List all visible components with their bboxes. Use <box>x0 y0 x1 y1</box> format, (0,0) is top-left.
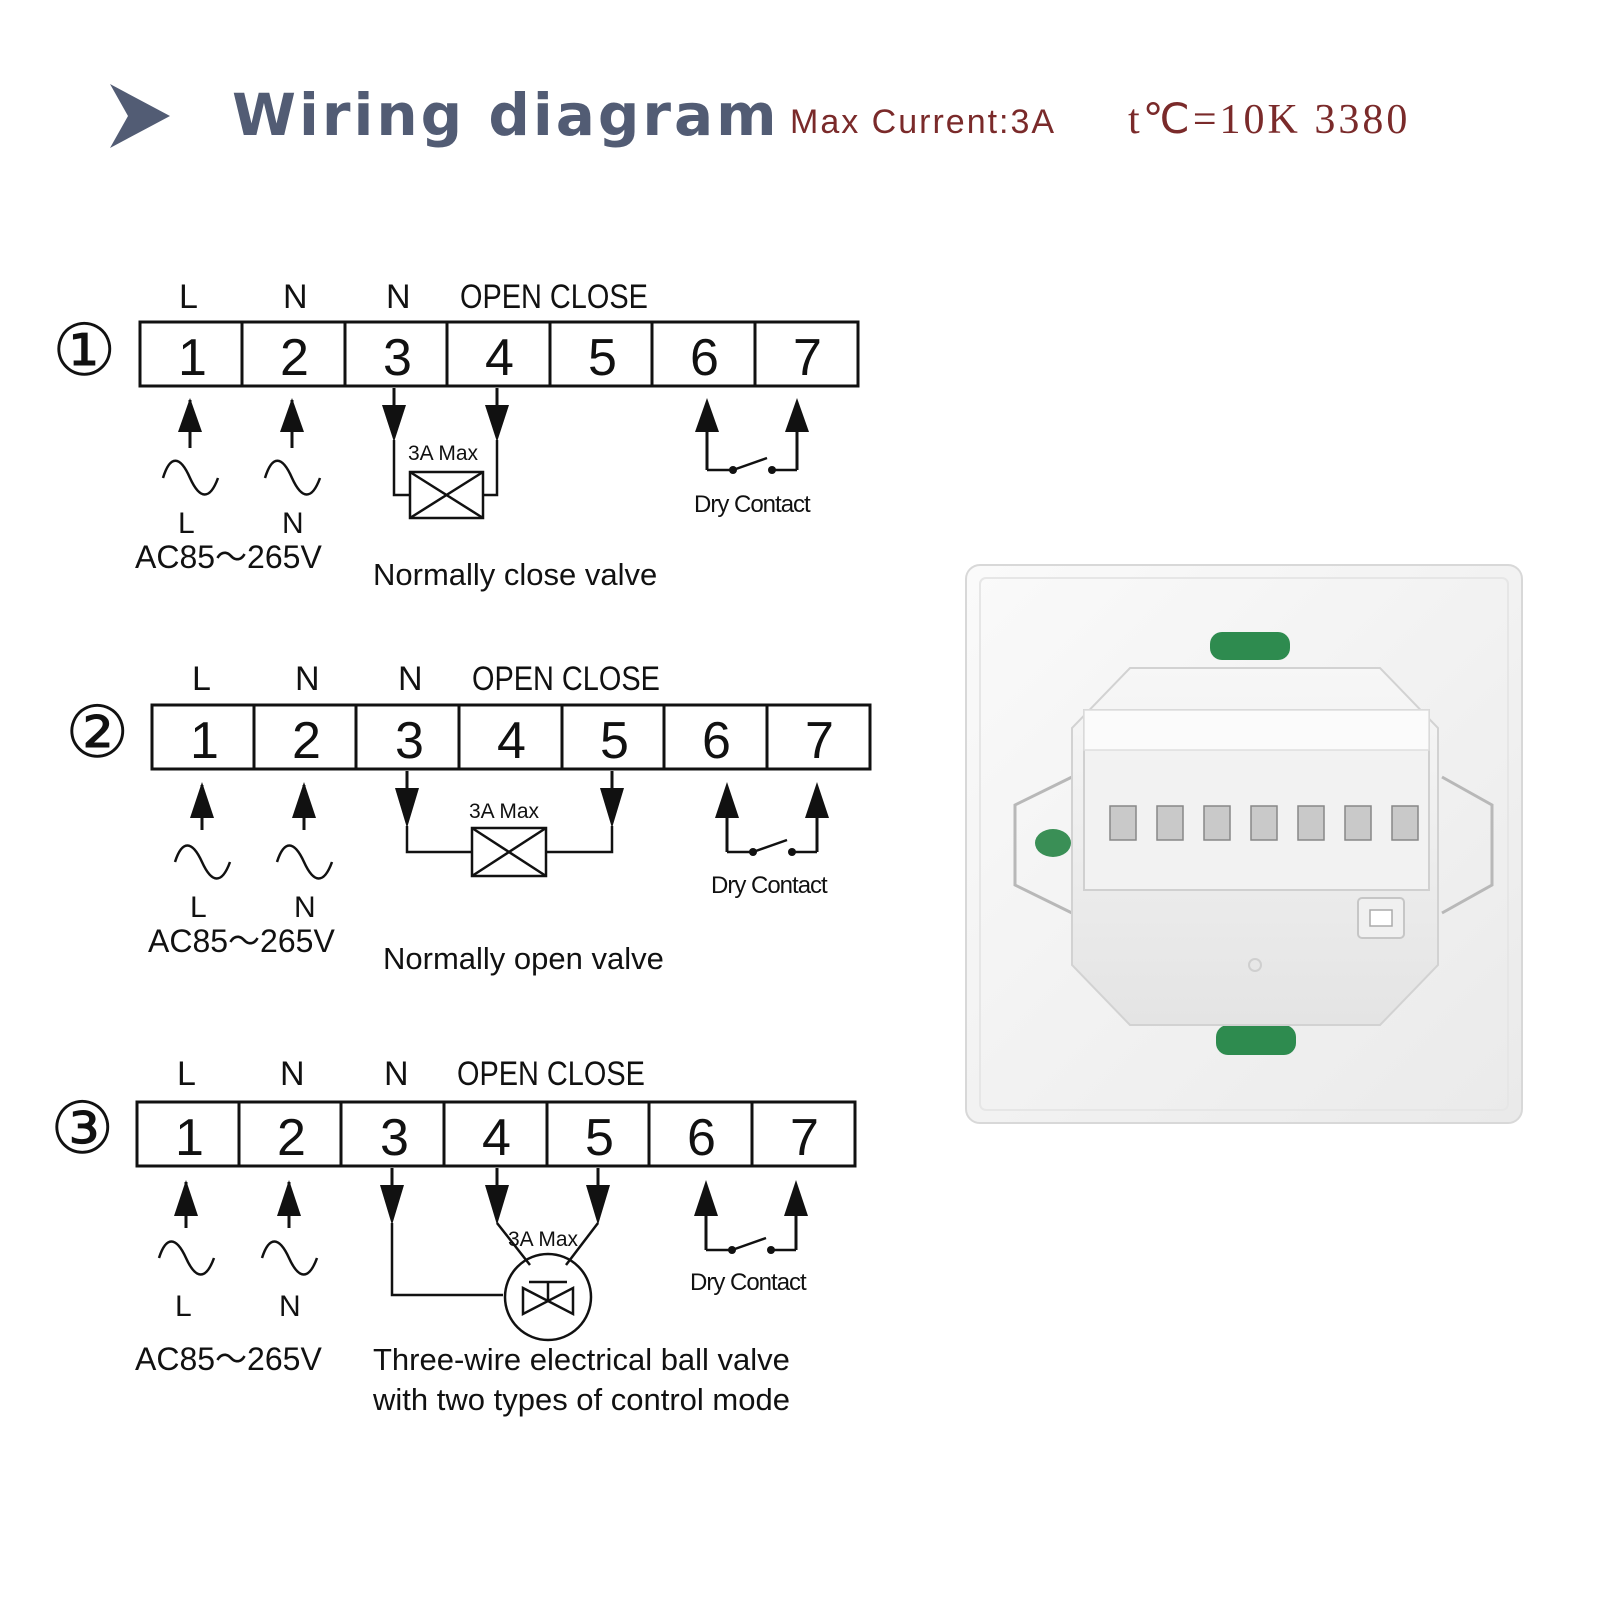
terminal-number: 7 <box>805 712 834 770</box>
terminal-number: 5 <box>585 1109 614 1167</box>
dry-contact-label: Dry Contact <box>690 1269 807 1296</box>
terminal-number: 6 <box>690 329 719 387</box>
terminal-block: 1 2 3 4 5 6 7 <box>150 703 872 771</box>
dry-contact-label: Dry Contact <box>694 491 811 518</box>
valve-x-box-icon <box>470 826 548 878</box>
supply-voltage: AC85～265V <box>135 539 322 575</box>
top-label-n: N <box>280 1055 305 1093</box>
sine-wave-icon <box>263 459 322 496</box>
dry-contact-label: Dry Contact <box>711 872 828 899</box>
wiring-diagram-2: ② L N N OPEN CLOSE 1 2 3 4 5 6 7 L <box>65 659 872 976</box>
valve-caption: Normally open valve <box>383 941 664 976</box>
sine-wave-icon <box>173 844 232 880</box>
top-label-n: N <box>386 278 411 316</box>
header: Wiring diagram Max Current:3A t℃=10K 338… <box>110 81 1410 149</box>
terminal-number: 4 <box>482 1109 511 1167</box>
terminal-number: 6 <box>687 1109 716 1167</box>
supply-arrows <box>157 1180 319 1276</box>
top-label-open-close: OPEN CLOSE <box>460 277 648 316</box>
diagram-index: ① <box>52 311 117 391</box>
source-label-l: L <box>175 1290 192 1323</box>
valve-wiring: 3A Max <box>382 388 509 520</box>
source-label-l: L <box>190 891 207 924</box>
valve-caption-line2: with two types of control mode <box>372 1382 790 1417</box>
wiring-diagram-1: ① L N N OPEN CLOSE 1 2 3 4 5 6 7 <box>52 277 860 592</box>
supply-arrows <box>161 398 322 496</box>
terminal-block: 1 2 3 4 5 6 7 <box>135 1100 857 1168</box>
page-title: Wiring diagram <box>232 81 780 149</box>
valve-wiring: 3A Max <box>395 771 624 878</box>
source-label-n: N <box>279 1290 301 1323</box>
max-current-spec: Max Current:3A <box>790 103 1056 141</box>
top-label-l: L <box>192 660 211 698</box>
diagram-index: ② <box>65 693 130 773</box>
top-label-open-close: OPEN CLOSE <box>457 1054 645 1093</box>
terminal-screws <box>1109 805 1419 841</box>
terminal-block: 1 2 3 4 5 6 7 <box>138 320 860 388</box>
supply-voltage: AC85～265V <box>148 923 335 959</box>
top-label-n: N <box>398 660 423 698</box>
terminal-number: 2 <box>280 329 309 387</box>
terminal-number: 1 <box>178 329 207 387</box>
terminal-number: 5 <box>600 712 629 770</box>
dry-contact-switch-icon <box>695 398 809 474</box>
top-label-l: L <box>179 278 198 316</box>
supply-voltage: AC85～265V <box>135 1341 322 1377</box>
top-label-open-close: OPEN CLOSE <box>472 659 660 698</box>
sine-wave-icon <box>157 1240 216 1276</box>
terminal-number: 6 <box>702 712 731 770</box>
top-label-n: N <box>384 1055 409 1093</box>
terminal-number: 3 <box>395 712 424 770</box>
valve-caption-line1: Three-wire electrical ball valve <box>373 1342 790 1377</box>
top-label-l: L <box>177 1055 196 1093</box>
valve-wiring: 3A Max <box>380 1168 610 1342</box>
play-arrow-icon <box>110 84 170 148</box>
source-label-l: L <box>178 507 195 540</box>
valve-rating: 3A Max <box>469 800 540 823</box>
sine-wave-icon <box>260 1240 319 1276</box>
valve-x-box-icon <box>408 470 485 520</box>
terminal-number: 7 <box>790 1109 819 1167</box>
dry-contact-switch-icon <box>694 1180 808 1254</box>
valve-caption: Normally close valve <box>373 557 657 592</box>
terminal-number: 7 <box>793 329 822 387</box>
source-label-n: N <box>282 507 304 540</box>
terminal-number: 1 <box>175 1109 204 1167</box>
thermostat-back-photo <box>965 564 1523 1124</box>
top-label-n: N <box>295 660 320 698</box>
terminal-number: 1 <box>190 712 219 770</box>
source-label-n: N <box>294 891 316 924</box>
diagram-index: ③ <box>50 1089 115 1169</box>
valve-rating: 3A Max <box>508 1228 579 1251</box>
sine-wave-icon <box>275 844 334 880</box>
supply-arrows <box>173 782 334 880</box>
terminal-number: 3 <box>383 329 412 387</box>
sine-wave-icon <box>161 459 220 496</box>
top-label-n: N <box>283 278 308 316</box>
sensor-spec: t℃=10K 3380 <box>1128 97 1410 143</box>
terminal-number: 4 <box>497 712 526 770</box>
valve-rating: 3A Max <box>408 442 479 465</box>
terminal-number: 5 <box>588 329 617 387</box>
ball-valve-icon <box>503 1252 593 1342</box>
terminal-number: 2 <box>277 1109 306 1167</box>
dry-contact-switch-icon <box>715 782 829 856</box>
terminal-number: 4 <box>485 329 514 387</box>
wiring-diagram-3: ③ L N N OPEN CLOSE 1 2 3 4 5 6 7 L <box>50 1054 857 1417</box>
terminal-number: 2 <box>292 712 321 770</box>
terminal-number: 3 <box>380 1109 409 1167</box>
